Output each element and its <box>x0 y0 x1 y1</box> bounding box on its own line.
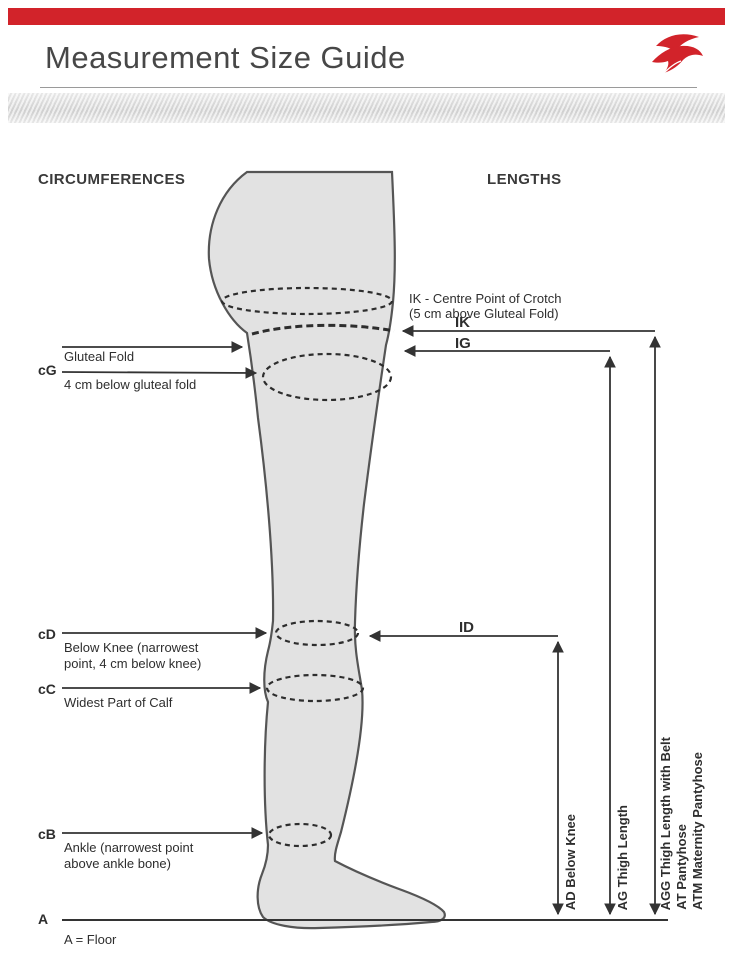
agg-thigh-length-belt-label: AGG Thigh Length with Belt <box>658 736 673 910</box>
ankle-label: Ankle (narrowest point above ankle bone) <box>64 840 194 871</box>
cb-code: cB <box>38 826 56 842</box>
cd-code: cD <box>38 626 56 642</box>
cc-code: cC <box>38 681 56 697</box>
thigh-dashed-ellipse <box>261 352 393 402</box>
below-gluteal-fold-label: 4 cm below gluteal fold <box>64 377 197 392</box>
ig-code: IG <box>455 335 471 352</box>
ik-note-line2: (5 cm above Gluteal Fold) <box>409 306 559 321</box>
circumferences-heading: CIRCUMFERENCES <box>38 171 186 188</box>
atm-maternity-pantyhose-label: ATM Maternity Pantyhose <box>690 752 705 910</box>
a-code: A <box>38 911 49 927</box>
ad-below-knee-label: AD Below Knee <box>563 813 578 910</box>
gluteal-fold-label: Gluteal Fold <box>64 349 135 364</box>
below-knee-dashed-ellipse <box>274 619 360 647</box>
hip-dashed-ellipse <box>220 286 394 316</box>
ankle-dashed-ellipse <box>267 822 333 848</box>
ik-note-line1: IK - Centre Point of Crotch <box>409 291 562 306</box>
swallow-logo-icon <box>652 34 703 74</box>
lengths-heading: LENGTHS <box>487 171 562 188</box>
widest-calf-label: Widest Part of Calf <box>64 695 173 710</box>
at-pantyhose-label: AT Pantyhose <box>674 824 689 910</box>
id-code: ID <box>459 619 474 636</box>
calf-dashed-ellipse <box>265 673 365 703</box>
floor-label: A = Floor <box>64 932 117 947</box>
top-red-bar <box>8 8 725 25</box>
below-knee-label: Below Knee (narrowest point, 4 cm below … <box>64 640 202 671</box>
page-title: Measurement Size Guide <box>45 40 406 75</box>
ag-thigh-length-label: AG Thigh Length <box>615 804 630 910</box>
leg-outline <box>207 170 446 930</box>
ik-code: IK <box>455 314 470 331</box>
gluteal-fold-dashed-line <box>251 323 395 336</box>
decorative-band <box>8 93 725 123</box>
header-divider <box>40 87 697 88</box>
cg-code: cG <box>38 362 57 378</box>
cg-below-fold-arrow <box>61 367 258 379</box>
